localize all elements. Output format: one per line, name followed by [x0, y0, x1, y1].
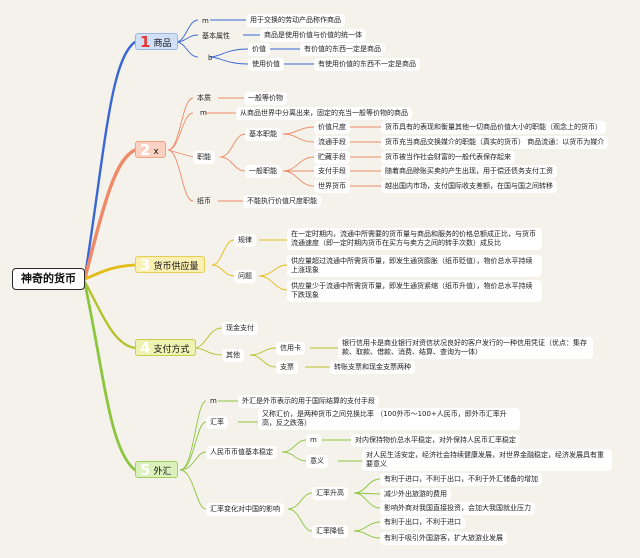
- node-forex-definition[interactable]: 外汇是外币表示的用于国际结算的支付手段: [238, 395, 379, 408]
- branch-label: x: [153, 147, 159, 157]
- branch-label: 货币供应量: [153, 262, 199, 272]
- node-payment-text[interactable]: 随着商品赊账买卖的产生出现，用于偿还债务支付工资: [381, 165, 557, 178]
- node-cash[interactable]: 现金支付: [222, 322, 258, 335]
- node-check[interactable]: 支票: [276, 361, 298, 374]
- node-essence-text[interactable]: 一般等价物: [244, 92, 287, 105]
- branch-number: 3: [140, 256, 151, 274]
- node-world-money[interactable]: 世界货币: [314, 180, 350, 193]
- node-paper-money[interactable]: 纸币: [197, 197, 211, 205]
- branch-number: 4: [140, 339, 151, 357]
- node-deflation[interactable]: 供应量少于流通中所需货币量，即发生通货紧缩（纸币升值），物价总水平持续下跌现象: [287, 280, 542, 302]
- node-exchange-rate-text[interactable]: 又称汇价，是两种货币之间兑换比率 （100外币～100+人民币，即外币汇率升高，…: [258, 408, 520, 430]
- node-check-text[interactable]: 转账支票和现金支票两种: [330, 361, 415, 374]
- node-rate-fall[interactable]: 汇率降低: [312, 525, 348, 538]
- node-definition[interactable]: 用于交换的劳动产品称作商品: [246, 14, 345, 27]
- branch-label: 支付方式: [153, 345, 190, 355]
- node-circulation[interactable]: 流通手段: [314, 136, 350, 149]
- node-circulation-text[interactable]: 货币充当商品交换媒介的职能（真实的货币） 商品流通：以货币为媒介: [381, 136, 609, 149]
- node-significance-text[interactable]: 对人民生活安定，经济社会持续健康发展，对世界金融稳定，经济发展具有重要意义: [362, 449, 612, 471]
- node-value-text[interactable]: 有价值的东西一定是商品: [300, 43, 385, 56]
- node-rate-impact[interactable]: 汇率变化对中国的影响: [206, 503, 284, 516]
- node-rmb-stable[interactable]: 人民币币值基本稳定: [206, 446, 277, 459]
- branch-label: 外汇: [153, 467, 172, 477]
- branch-number: 2: [140, 141, 151, 159]
- node-payment[interactable]: 支付手段: [314, 165, 350, 178]
- node-rise-2[interactable]: 减少外出旅游的费用: [380, 488, 451, 501]
- node-exchange-rate[interactable]: 汇率: [206, 416, 228, 429]
- node-value[interactable]: 价值: [248, 43, 270, 56]
- branch-5-trunk: [83, 282, 137, 472]
- node-basic-functions[interactable]: 基本职能: [245, 128, 281, 141]
- branch-3-trunk: [83, 263, 137, 281]
- node-essence[interactable]: 本质: [197, 94, 211, 102]
- node-inflation[interactable]: 供应量超过流通中所需货币量，即发生通货膨胀（纸币贬值），物价总水平持续上涨现象: [287, 255, 542, 277]
- node-measure[interactable]: 价值尺度: [314, 121, 350, 134]
- branch-1-trunk: [83, 40, 137, 278]
- node-world-money-text[interactable]: 越出国内市场，支付国际收支差额，在国与国之间转移: [381, 180, 557, 193]
- node-basic-attribute[interactable]: 基本属性: [202, 32, 230, 40]
- node-rise-1[interactable]: 有利于进口，不利于出口，不利于外汇储备的增加: [380, 473, 542, 486]
- node-rm-text[interactable]: 对内保持物价总水平稳定，对外保持人民币汇率稳定: [351, 434, 520, 447]
- node-m-text[interactable]: 从商品世界中分离出来，固定的充当一般等价物的商品: [236, 107, 412, 120]
- branch-number: 5: [140, 461, 151, 479]
- node-attribute-text[interactable]: 商品是使用价值与价值的统一体: [260, 29, 366, 42]
- node-credit-card[interactable]: 信用卡: [276, 342, 305, 355]
- node-measure-text[interactable]: 货币具有的表现和衡量其他一切商品价值大小的职能（观念上的货币）: [381, 121, 606, 134]
- node-m[interactable]: m: [202, 17, 209, 25]
- node-significance[interactable]: 意义: [306, 455, 328, 468]
- node-b[interactable]: b: [208, 54, 213, 62]
- branch-4-trunk: [83, 280, 137, 350]
- node-storage[interactable]: 贮藏手段: [314, 151, 350, 164]
- node-rate-rise[interactable]: 汇率升高: [312, 487, 348, 500]
- node-fall-2[interactable]: 有利于吸引外国游客，扩大旅游业发展: [380, 532, 507, 545]
- branch-2-trunk: [83, 148, 137, 280]
- node-use-value-text[interactable]: 有使用价值的东西不一定是商品: [314, 58, 420, 71]
- node-credit-card-text[interactable]: 银行信用卡是商业银行对资信状况良好的客户发行的一种信用凭证（优点：集存款、取款、…: [338, 337, 593, 359]
- node-other[interactable]: 其他: [222, 349, 244, 362]
- node-use-value[interactable]: 使用价值: [248, 58, 284, 71]
- branch-number: 1: [140, 33, 151, 51]
- node-m[interactable]: m: [210, 397, 217, 405]
- branch-label: 商品: [153, 39, 172, 49]
- node-law[interactable]: 规律: [234, 234, 256, 247]
- node-functions[interactable]: 职能: [193, 151, 215, 164]
- node-law-text[interactable]: 在一定时期内，流通中所需要的货币量与商品和服务的价格总额成正比，与货币流通速度（…: [287, 228, 542, 250]
- node-fall-1[interactable]: 有利于出口，不利于进口: [380, 516, 465, 529]
- root-topic[interactable]: 神奇的货币: [12, 268, 85, 290]
- node-rm[interactable]: m: [306, 434, 321, 447]
- node-paper-money-text[interactable]: 不能执行价值尺度职能: [243, 195, 321, 208]
- node-general-functions[interactable]: 一般职能: [245, 165, 281, 178]
- node-problem[interactable]: 问题: [234, 270, 256, 283]
- node-m[interactable]: m: [200, 109, 207, 117]
- node-rise-3[interactable]: 影响外商对我国直接投资，会加大我国就业压力: [380, 502, 535, 515]
- node-storage-text[interactable]: 货币被当作社会财富的一般代表保存起来: [381, 151, 515, 164]
